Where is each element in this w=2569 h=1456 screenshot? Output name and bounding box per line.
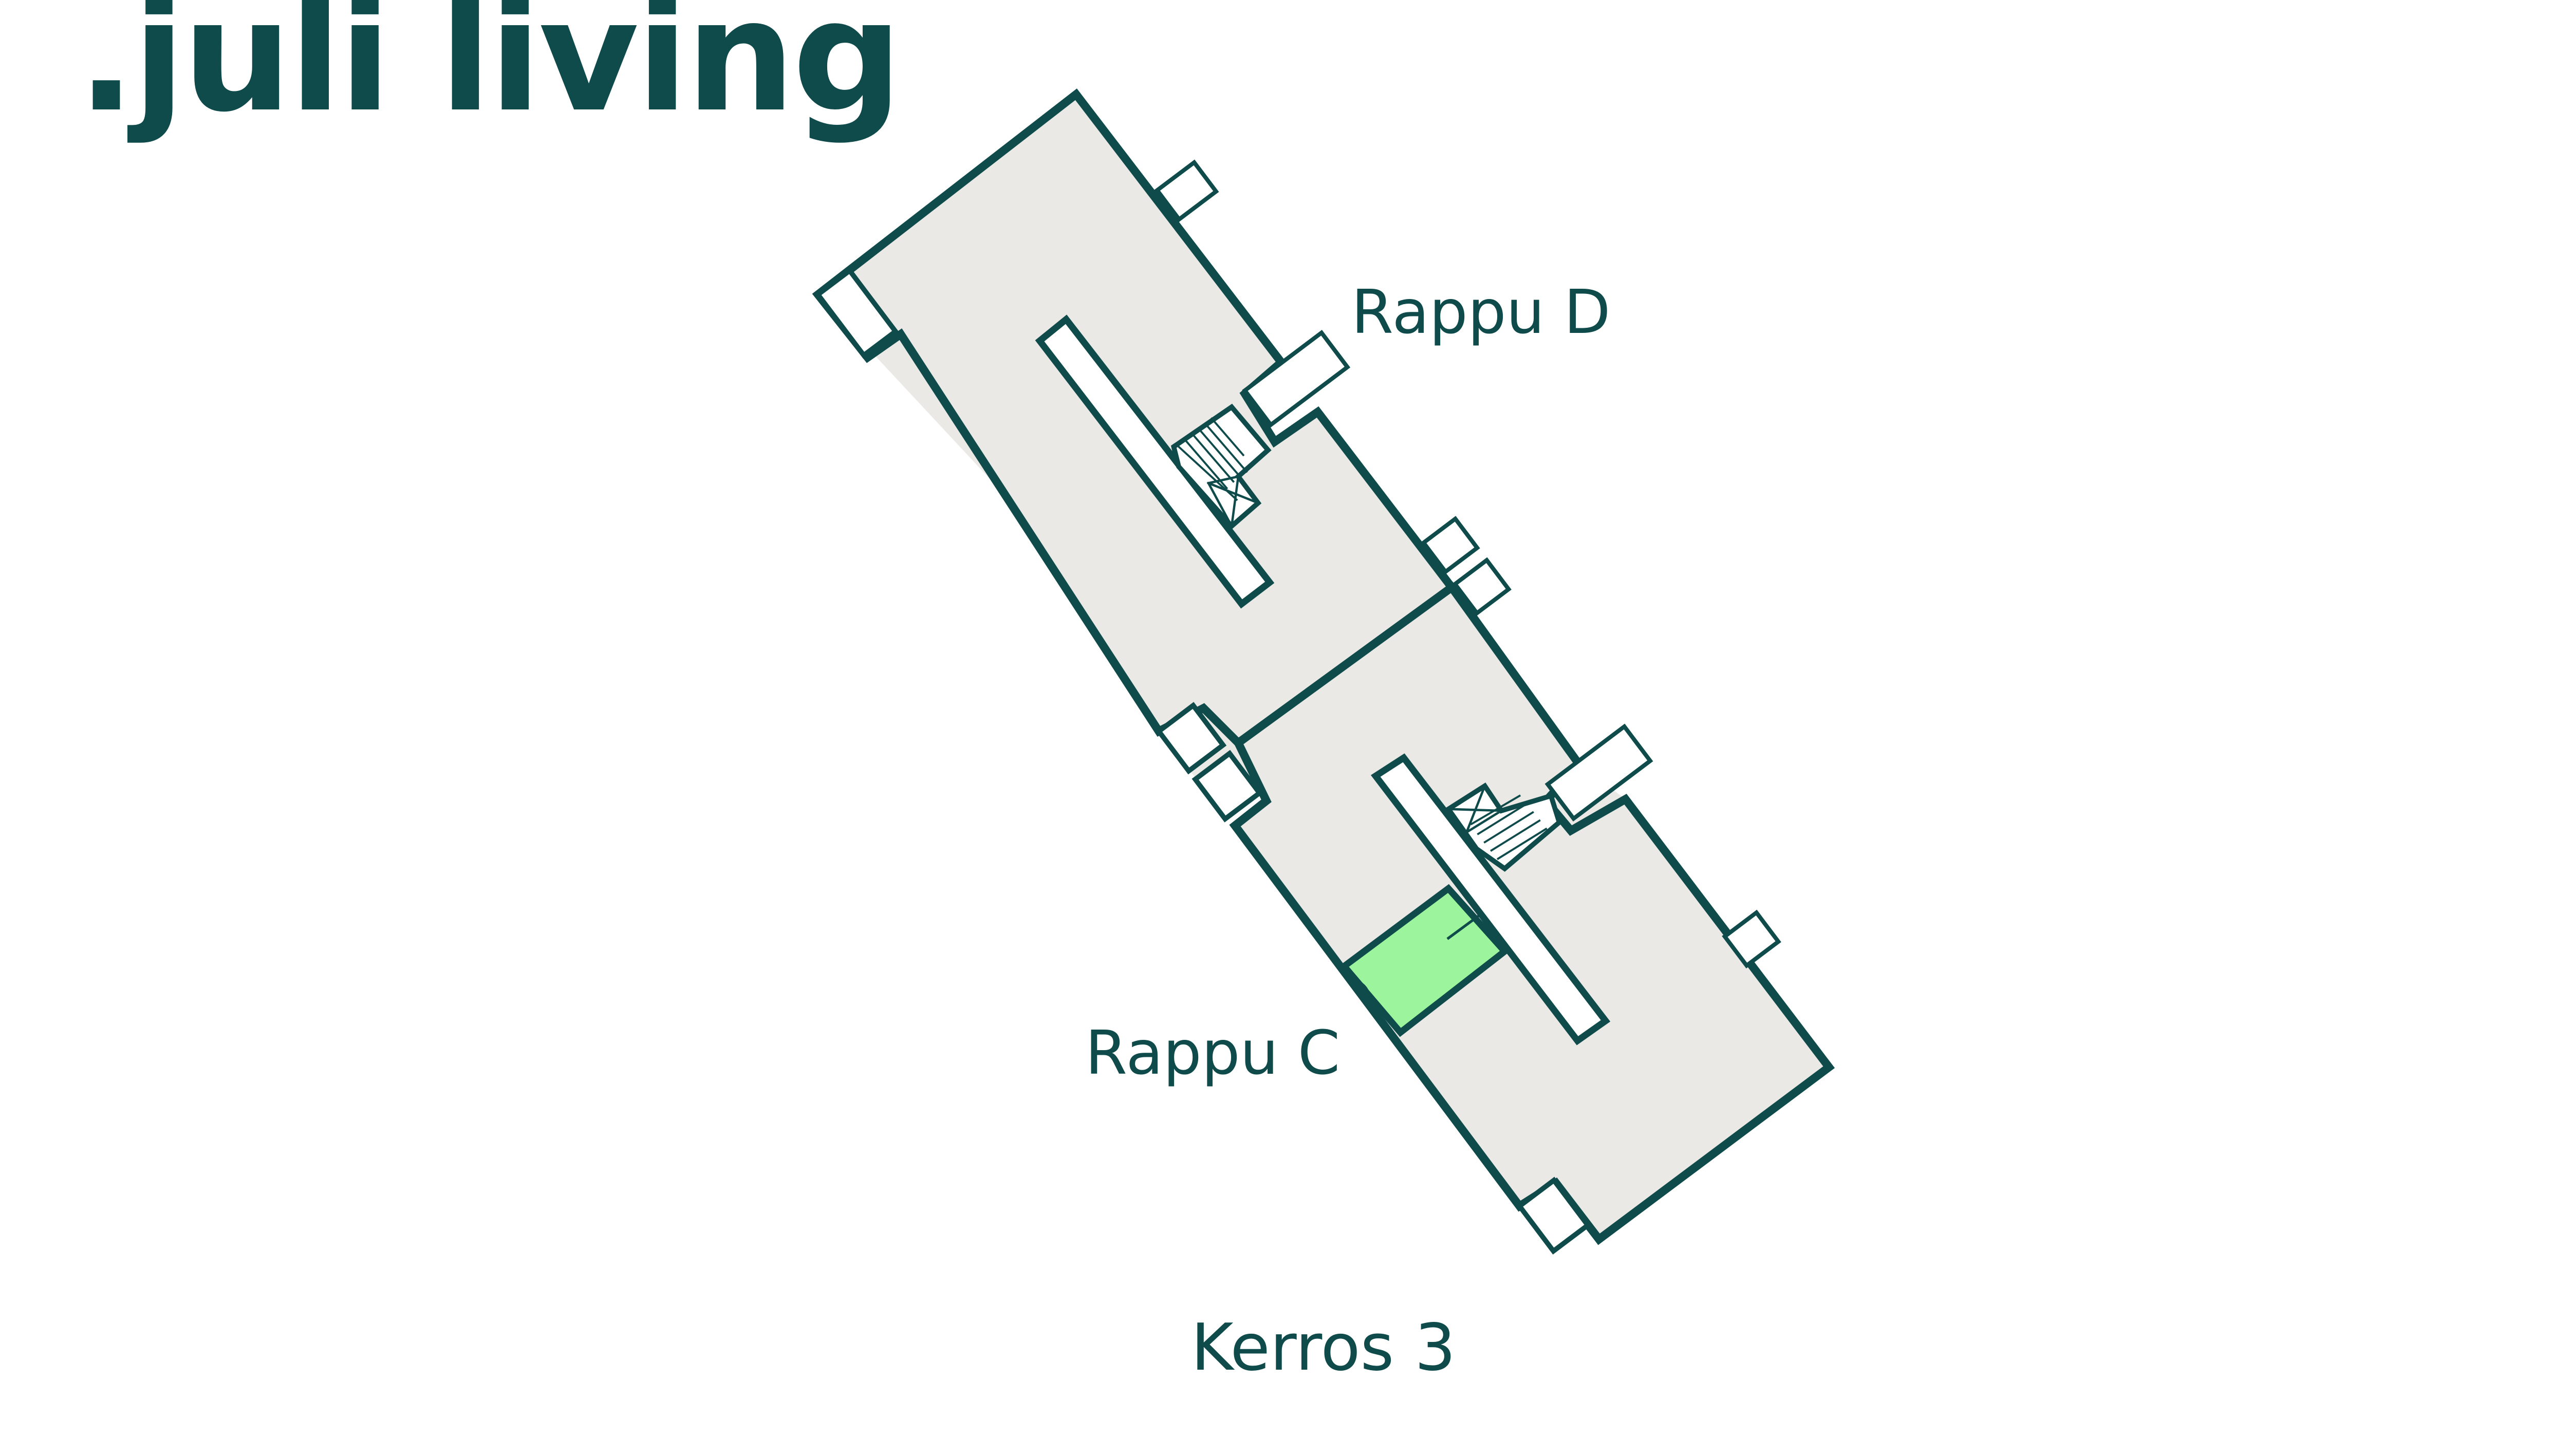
balcony-d-lower-1 [1421, 516, 1480, 575]
brand-logo: .juli living [77, 0, 903, 146]
highlighted-apartment[interactable] [1339, 884, 1510, 1037]
balcony-c-bottom [1516, 1177, 1592, 1255]
staircase-label-c: Rappu C [1085, 1017, 1341, 1088]
balcony-middle-west-2 [1192, 750, 1263, 823]
staircase-label-d: Rappu D [1351, 276, 1611, 347]
apartment-door-swing [1351, 978, 1372, 1001]
balcony-d-lower-2 [1452, 557, 1512, 617]
balcony-middle-west-1 [1155, 702, 1227, 775]
courtyard-void-c [1370, 753, 1611, 1046]
apartment-inner-wall [1446, 913, 1494, 940]
balcony-c-right [1722, 909, 1781, 968]
courtyard-void-d [1035, 314, 1275, 609]
building-outline-rappu-c-wing [1229, 581, 1835, 1245]
balcony-d-top [1154, 159, 1219, 222]
stairwell-c [1445, 782, 1562, 872]
balcony-c-east [1544, 723, 1653, 822]
stairwell-d [1170, 403, 1272, 530]
balcony-d-west [814, 267, 899, 359]
balcony-d-east [1242, 329, 1351, 428]
floor-label: Kerros 3 [1191, 1310, 1456, 1385]
